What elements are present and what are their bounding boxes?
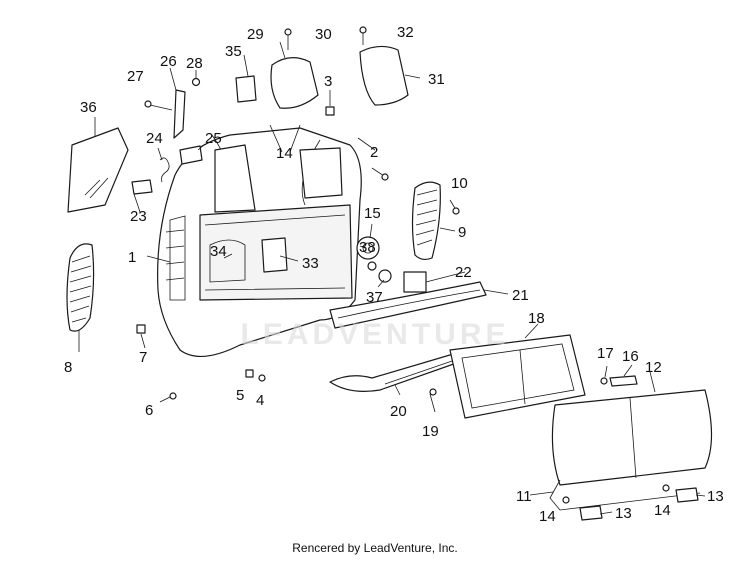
part-12-lid-panel xyxy=(549,389,713,511)
callout-28: 28 xyxy=(186,55,203,72)
callout-25: 25 xyxy=(205,130,222,147)
callout-21: 21 xyxy=(512,287,529,304)
callout-5: 5 xyxy=(236,387,244,404)
part-37-nut xyxy=(378,269,392,283)
callout-30: 30 xyxy=(315,26,332,43)
part-36-panel xyxy=(67,127,129,213)
part-38-ring xyxy=(367,261,377,271)
callout-26: 26 xyxy=(160,53,177,70)
callout-7: 7 xyxy=(139,349,147,366)
callout-24: 24 xyxy=(146,130,163,147)
part-31-cover xyxy=(359,45,409,106)
part-23-latch xyxy=(131,179,153,195)
part-28-nut xyxy=(191,77,201,87)
callout-3: 3 xyxy=(324,73,332,90)
callout-2: 2 xyxy=(370,144,378,161)
callout-1: 1 xyxy=(128,249,136,266)
callout-22: 22 xyxy=(455,264,472,281)
part-33-bracket xyxy=(261,237,288,273)
callout-16: 16 xyxy=(622,348,639,365)
callout-8: 8 xyxy=(64,359,72,376)
part-32-screw xyxy=(359,26,367,45)
part-3-clip xyxy=(325,106,335,116)
credit-line: Rencered by LeadVenture, Inc. xyxy=(292,541,458,555)
callout-15: 15 xyxy=(364,205,381,222)
callout-27: 27 xyxy=(127,68,144,85)
callout-14-center: 14 xyxy=(276,145,293,162)
part-22-switch xyxy=(403,271,427,293)
part-16-clip xyxy=(609,375,638,387)
part-4-screw xyxy=(258,374,266,382)
callout-35: 35 xyxy=(225,43,242,60)
part-10-screw xyxy=(449,199,460,215)
callout-19: 19 xyxy=(422,423,439,440)
part-15-lock xyxy=(356,236,380,260)
callout-18: 18 xyxy=(528,310,545,327)
callout-12: 12 xyxy=(645,359,662,376)
callout-23: 23 xyxy=(130,208,147,225)
part-13-hinge-left xyxy=(579,505,603,521)
callout-34: 34 xyxy=(210,243,227,260)
callout-37: 37 xyxy=(366,289,383,306)
part-27-bolt xyxy=(144,100,173,111)
callout-38: 38 xyxy=(359,239,376,256)
part-19-screw xyxy=(429,388,437,413)
callout-13-right: 13 xyxy=(707,488,724,505)
part-6-screw xyxy=(159,392,177,403)
part-26-bracket xyxy=(173,89,186,139)
part-25-hook xyxy=(179,145,203,165)
callout-17: 17 xyxy=(597,345,614,362)
callout-6: 6 xyxy=(145,402,153,419)
callout-11: 11 xyxy=(516,488,532,505)
callout-14-right: 14 xyxy=(654,502,671,519)
part-29-cover xyxy=(270,57,319,109)
part-20-rail xyxy=(329,351,466,392)
callout-33: 33 xyxy=(302,255,319,272)
part-9-right-grille xyxy=(411,181,441,261)
callout-29: 29 xyxy=(247,26,264,43)
part-13-hinge-right xyxy=(675,487,699,503)
part-30-screw xyxy=(284,28,292,50)
callout-20: 20 xyxy=(390,403,407,420)
callout-36: 36 xyxy=(80,99,97,116)
part-1-main-body xyxy=(157,127,362,358)
part-8-left-grille xyxy=(66,243,95,332)
callouts: 1 2 3 4 5 6 7 8 9 10 11 12 13 13 14 14 1… xyxy=(64,24,724,525)
part-2-screw xyxy=(371,167,389,181)
part-21-trim-strip xyxy=(329,281,487,329)
callout-4: 4 xyxy=(256,392,264,409)
part-34-storage xyxy=(209,239,246,283)
part-35-clip xyxy=(235,75,257,103)
part-5-nut xyxy=(245,369,254,378)
callout-14-left: 14 xyxy=(539,508,556,525)
callout-10: 10 xyxy=(451,175,468,192)
callout-32: 32 xyxy=(397,24,414,41)
part-18-frame xyxy=(449,334,586,419)
part-14-screw-right xyxy=(662,484,670,492)
part-7-clip xyxy=(136,324,146,334)
leader-lines xyxy=(78,41,706,515)
part-14-screw-left xyxy=(562,496,570,504)
part-24-spring xyxy=(159,157,170,183)
callout-13-left: 13 xyxy=(615,505,632,522)
part-17-screw xyxy=(600,377,608,385)
callout-9: 9 xyxy=(458,224,466,241)
callout-31: 31 xyxy=(428,71,445,88)
